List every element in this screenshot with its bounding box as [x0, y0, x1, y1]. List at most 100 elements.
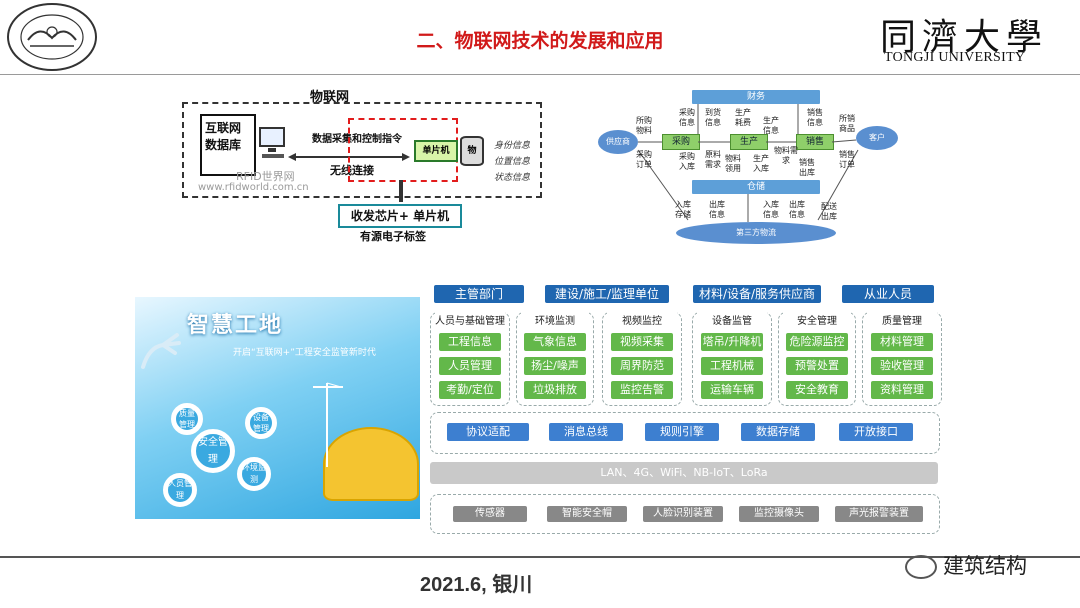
- module-button[interactable]: 监控告警: [611, 381, 673, 399]
- module-button[interactable]: 考勤/定位: [439, 381, 501, 399]
- supplier-node: 供应商: [598, 130, 638, 154]
- university-name-cn: 同濟大學: [880, 17, 1049, 58]
- group-title: 人员与基础管理: [435, 312, 505, 327]
- smart-site-poster: 智慧工地 开启“互联网+”工程安全监管新时代 安全管理 人员管理 环境监测 质量…: [135, 297, 420, 519]
- platform-button[interactable]: 数据存储: [741, 423, 815, 441]
- module-button[interactable]: 预警处置: [786, 357, 848, 375]
- iot-frame: [182, 102, 542, 198]
- watermark-cn: RFID世界网: [236, 170, 295, 183]
- platform-button[interactable]: 规则引擎: [645, 423, 719, 441]
- sc-label-arrival-info: 到货信息: [705, 108, 721, 127]
- device-button[interactable]: 智能安全帽: [547, 506, 627, 522]
- header-supplier: 材料/设备/服务供应商: [693, 285, 821, 303]
- module-button[interactable]: 工程信息: [439, 333, 501, 351]
- sc-label-purchased-materials: 所购物料: [636, 116, 652, 135]
- module-button[interactable]: 工程机械: [701, 357, 763, 375]
- sc-label-goods-sold: 所销商品: [839, 114, 855, 133]
- robot-hand-icon: [139, 327, 183, 371]
- group-title: 视频监控: [607, 312, 677, 327]
- crane-icon: [313, 379, 343, 469]
- sc-label-purchase-info: 采购信息: [679, 108, 695, 127]
- module-button[interactable]: 人员管理: [439, 357, 501, 375]
- group-environment: 环境监测 气象信息 扬尘/噪声 垃圾排放: [516, 312, 594, 406]
- poster-subtitle: 开启“互联网+”工程安全监管新时代: [233, 348, 376, 358]
- footer-date-place: 2021.6, 银川: [420, 574, 533, 596]
- group-safety: 安全管理 危险源监控 预警处置 安全教育: [778, 312, 856, 406]
- wechat-account: 建筑结构: [943, 554, 1027, 578]
- wechat-watermark: 建筑结构: [905, 550, 1065, 579]
- network-bar: LAN、4G、WiFi、NB-IoT、LoRa: [430, 462, 938, 484]
- sales-node: 销售: [796, 134, 834, 150]
- output-identity: 身份信息: [494, 141, 531, 151]
- chip-connector: [399, 180, 403, 202]
- header-practitioners: 从业人员: [842, 285, 934, 303]
- footer-divider: [0, 556, 1080, 558]
- sc-label-inbound-info: 入库信息: [763, 200, 779, 219]
- header-divider: [0, 74, 1080, 75]
- warehouse-bar: 仓储: [692, 180, 820, 194]
- sc-label-raw-demand: 原料需求: [705, 150, 721, 169]
- group-title: 设备监管: [697, 312, 767, 327]
- computer-icon: [258, 126, 288, 162]
- third-party-logistics: 第三方物流: [676, 222, 836, 244]
- poster-title: 智慧工地: [187, 313, 284, 338]
- module-button[interactable]: 气象信息: [524, 333, 586, 351]
- helmet-image: [323, 427, 419, 501]
- gear-personnel: 人员管理: [163, 473, 197, 507]
- module-button[interactable]: 视频采集: [611, 333, 673, 351]
- iot-diagram-title: 物联网: [310, 90, 350, 105]
- sc-label-inbound-storage: 入库存储: [675, 200, 691, 219]
- output-location: 位置信息: [494, 157, 531, 167]
- group-quality: 质量管理 材料管理 验收管理 资料管理: [862, 312, 942, 406]
- module-button[interactable]: 安全教育: [786, 381, 848, 399]
- group-video: 视频监控 视频采集 周界防范 监控告警: [602, 312, 682, 406]
- sc-label-production-inbound: 生产入库: [753, 154, 769, 173]
- platform-button[interactable]: 消息总线: [549, 423, 623, 441]
- wireless-label: 无线连接: [330, 164, 374, 177]
- customer-node: 客户: [856, 126, 898, 150]
- mcu-box: 单片机: [414, 140, 458, 162]
- header-construction: 建设/施工/监理单位: [545, 285, 669, 303]
- device-button[interactable]: 声光报警装置: [835, 506, 923, 522]
- group-title: 质量管理: [867, 312, 937, 327]
- data-collection-label: 数据采集和控制指令: [312, 134, 402, 145]
- supply-chain-arrows: [598, 100, 898, 240]
- module-button[interactable]: 塔吊/升降机: [701, 333, 763, 351]
- watermark-url: www.rfidworld.com.cn: [198, 182, 309, 193]
- tongji-seal-logo: [6, 2, 98, 72]
- platform-button[interactable]: 协议适配: [447, 423, 529, 441]
- internet-database-box: 互联网数据库: [200, 114, 256, 176]
- platform-button[interactable]: 开放接口: [839, 423, 913, 441]
- output-status: 状态信息: [494, 173, 531, 183]
- module-button[interactable]: 扬尘/噪声: [524, 357, 586, 375]
- module-button[interactable]: 危险源监控: [786, 333, 848, 351]
- sc-label-purchase-inbound: 采购入库: [679, 152, 695, 171]
- device-button[interactable]: 监控摄像头: [739, 506, 819, 522]
- gear-quality: 质量管理: [171, 403, 203, 435]
- object-cylinder: 物: [460, 136, 484, 166]
- group-title: 环境监测: [521, 312, 589, 327]
- module-button[interactable]: 材料管理: [871, 333, 933, 351]
- slide-title: 二、物联网技术的发展和应用: [416, 30, 664, 52]
- sc-label-material-use: 物料领用: [725, 154, 741, 173]
- university-name-en: TONGJI UNIVERSITY: [884, 50, 1026, 65]
- module-button[interactable]: 周界防范: [611, 357, 673, 375]
- module-button[interactable]: 资料管理: [871, 381, 933, 399]
- sc-label-outbound-info: 出库信息: [709, 200, 725, 219]
- module-button[interactable]: 验收管理: [871, 357, 933, 375]
- gear-environment: 环境监测: [237, 457, 271, 491]
- module-button[interactable]: 垃圾排放: [524, 381, 586, 399]
- finance-bar: 财务: [692, 90, 820, 104]
- sc-label-production-cost: 生产耗费: [735, 108, 751, 127]
- gear-safety: 安全管理: [191, 429, 235, 473]
- sc-label-purchase-order: 采购订单: [636, 150, 652, 169]
- sc-label-outbound-info-2: 出库信息: [789, 200, 805, 219]
- device-button[interactable]: 人脸识别装置: [643, 506, 723, 522]
- module-button[interactable]: 运输车辆: [701, 381, 763, 399]
- group-title: 安全管理: [783, 312, 851, 327]
- sc-label-delivery-outbound: 配送出库: [821, 202, 837, 221]
- device-button[interactable]: 传感器: [453, 506, 527, 522]
- gear-equipment: 设备管理: [245, 407, 277, 439]
- sc-label-sales-order: 销售订单: [839, 150, 855, 169]
- sc-label-material-demand: 物料需求: [774, 146, 798, 165]
